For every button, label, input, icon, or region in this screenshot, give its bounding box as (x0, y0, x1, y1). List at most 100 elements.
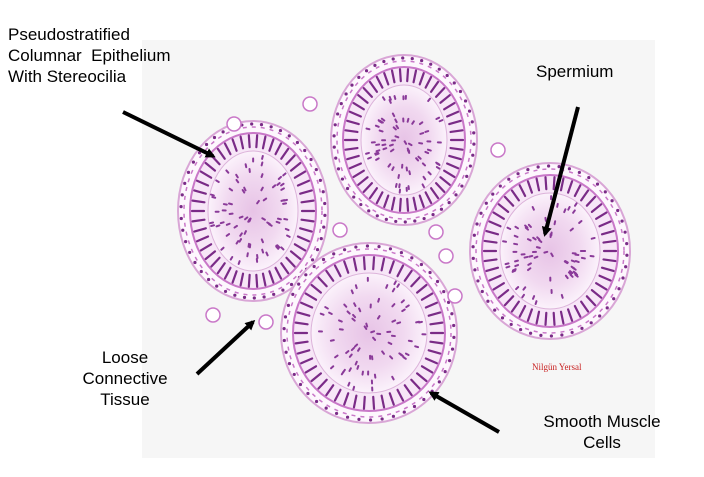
sperm-mark (345, 350, 350, 355)
sperm-mark (523, 255, 529, 259)
sperm-mark (389, 355, 394, 360)
nucleus-mark (193, 227, 207, 233)
sperm-mark (513, 242, 519, 246)
sperm-mark (573, 202, 578, 207)
muscle-nucleus (242, 295, 247, 299)
sperm-mark (363, 325, 368, 330)
sperm-mark (417, 155, 422, 160)
nucleus-mark (231, 138, 238, 152)
sperm-mark (406, 147, 411, 153)
muscle-nucleus (352, 195, 356, 199)
sperm-mark (534, 300, 538, 306)
muscle-nucleus (472, 142, 476, 146)
nucleus-mark (191, 218, 206, 223)
muscle-nucleus (624, 265, 628, 269)
sperm-mark (382, 147, 388, 151)
muscle-nucleus (519, 327, 523, 332)
sperm-mark (239, 232, 243, 237)
sperm-mark (228, 187, 234, 192)
sperm-mark (343, 303, 348, 308)
nucleus-mark (398, 68, 402, 83)
sperm-mark (572, 209, 576, 214)
sperm-mark (244, 216, 249, 221)
muscle-nucleus (357, 417, 361, 421)
sperm-mark (393, 95, 397, 100)
nucleus-mark (415, 283, 428, 294)
sperm-mark (389, 148, 395, 153)
muscle-nucleus (442, 289, 446, 294)
nucleus-mark (289, 250, 302, 261)
nucleus-mark (600, 266, 615, 273)
nucleus-mark (344, 146, 359, 151)
muscle-nucleus (437, 67, 441, 71)
nucleus-mark (503, 195, 515, 207)
nucleus-mark (362, 395, 366, 410)
muscle-nucleus (493, 308, 497, 312)
nucleus-mark (239, 272, 245, 287)
sperm-mark (578, 220, 583, 224)
nucleus-mark (412, 196, 418, 211)
nucleus-mark (223, 142, 232, 156)
sperm-mark (353, 343, 359, 348)
muscle-nucleus (463, 99, 468, 103)
sperm-mark (543, 250, 549, 254)
muscle-nucleus (310, 258, 315, 262)
nucleus-mark (247, 134, 251, 149)
sperm-mark (405, 304, 410, 309)
sperm-mark (435, 116, 441, 121)
tubule-bottom (280, 242, 458, 424)
nucleus-mark (255, 273, 259, 288)
author-watermark: Nilgün Yersal (532, 362, 582, 372)
nucleus-mark (380, 394, 386, 409)
muscle-nucleus (297, 282, 301, 286)
sperm-mark (387, 163, 392, 168)
sperm-mark (354, 284, 358, 290)
muscle-nucleus (598, 314, 602, 318)
sperm-mark (567, 206, 571, 211)
label-pseudostratified-epithelium: Pseudostratified Columnar Epithelium Wit… (8, 25, 171, 86)
nucleus-mark (372, 256, 376, 271)
sperm-mark (521, 293, 526, 299)
sperm-mark (391, 319, 397, 323)
muscle-nucleus (345, 415, 350, 419)
sperm-mark (209, 221, 215, 225)
sperm-mark (526, 267, 532, 272)
muscle-nucleus (319, 237, 323, 241)
nucleus-mark (362, 87, 374, 98)
muscle-nucleus (536, 165, 540, 169)
nucleus-mark (300, 357, 314, 365)
nucleus-mark (492, 282, 505, 291)
sperm-mark (280, 246, 285, 251)
sperm-mark (377, 119, 383, 123)
muscle-nucleus (380, 417, 384, 421)
nucleus-mark (352, 257, 358, 272)
sperm-mark (237, 260, 241, 265)
muscle-nucleus (282, 338, 286, 343)
muscle-nucleus (259, 123, 264, 127)
sperm-mark (374, 152, 380, 156)
nucleus-mark (274, 266, 283, 280)
sperm-mark (350, 346, 355, 352)
muscle-nucleus (333, 123, 337, 127)
sperm-mark (210, 224, 216, 227)
nucleus-mark (526, 308, 534, 322)
nucleus-mark (566, 308, 574, 322)
sperm-mark (275, 220, 281, 224)
muscle-nucleus (295, 140, 300, 145)
nucleus-mark (449, 129, 464, 134)
nucleus-mark (296, 311, 311, 317)
nucleus-mark (518, 304, 527, 318)
nucleus-mark (372, 395, 376, 410)
nucleus-mark (357, 176, 369, 186)
sperm-mark (531, 295, 536, 300)
muscle-nucleus (549, 334, 554, 338)
muscle-nucleus (354, 245, 358, 249)
nucleus-mark (383, 71, 390, 86)
muscle-nucleus (402, 410, 406, 414)
muscle-nucleus (580, 326, 584, 330)
muscle-nucleus (450, 312, 454, 316)
muscle-nucleus (252, 296, 256, 300)
muscle-nucleus (623, 230, 627, 234)
sperm-mark (260, 161, 264, 167)
nucleus-mark (585, 195, 597, 207)
